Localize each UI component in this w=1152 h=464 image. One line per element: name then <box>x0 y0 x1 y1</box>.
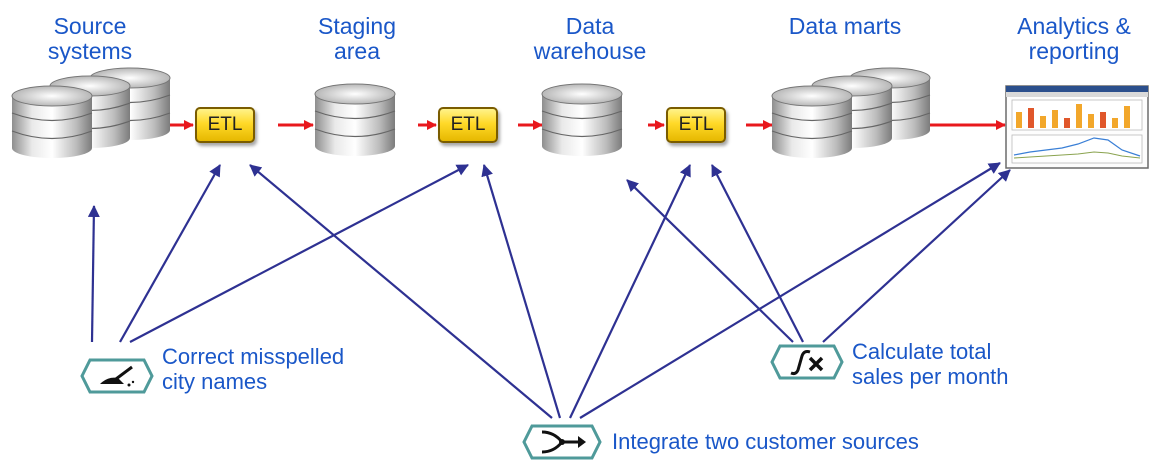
task-arrow-integrate-to-etl3 <box>569 164 691 419</box>
task-arrows <box>87 162 1011 419</box>
etl-box-3: ETL <box>666 107 726 143</box>
task-arrow-cleanse-to-etl1 <box>119 164 221 343</box>
task-arrow-cleanse-to-etl2 <box>129 164 469 343</box>
broom-icon <box>80 358 154 394</box>
task-label-cleanse: Correct misspelled city names <box>162 344 345 394</box>
task-arrow-calculate-to-etl3 <box>711 164 804 343</box>
database-icon-warehouse <box>541 83 623 157</box>
task-label-integrate: Integrate two customer sources <box>612 429 919 454</box>
task-label-calculate: Calculate total sales per month <box>852 339 1009 389</box>
database-icon-staging <box>314 83 396 157</box>
stage-label-marts: Data marts <box>788 13 902 39</box>
stage-label-staging: Staging area <box>317 13 396 64</box>
report-thumbnail-icon <box>1005 85 1149 169</box>
task-arrow-integrate-to-analytics <box>579 162 1001 419</box>
task-arrow-integrate-to-etl2 <box>481 164 562 419</box>
merge-icon <box>522 424 602 460</box>
stage-label-warehouse: Data warehouse <box>533 13 647 64</box>
stage-label-analytics: Analytics & reporting <box>1017 13 1131 64</box>
database-icon-marts <box>771 67 931 159</box>
function-icon <box>770 344 844 380</box>
task-arrow-calculate-to-warehouse <box>626 179 794 343</box>
etl-box-2: ETL <box>438 107 498 143</box>
database-icon-source <box>11 67 171 159</box>
task-arrow-cleanse-to-source <box>87 205 100 343</box>
task-arrow-calculate-to-analytics <box>822 169 1011 343</box>
stage-label-source: Source systems <box>47 13 133 64</box>
task-arrow-integrate-to-etl1 <box>249 164 553 419</box>
etl-box-1: ETL <box>195 107 255 143</box>
